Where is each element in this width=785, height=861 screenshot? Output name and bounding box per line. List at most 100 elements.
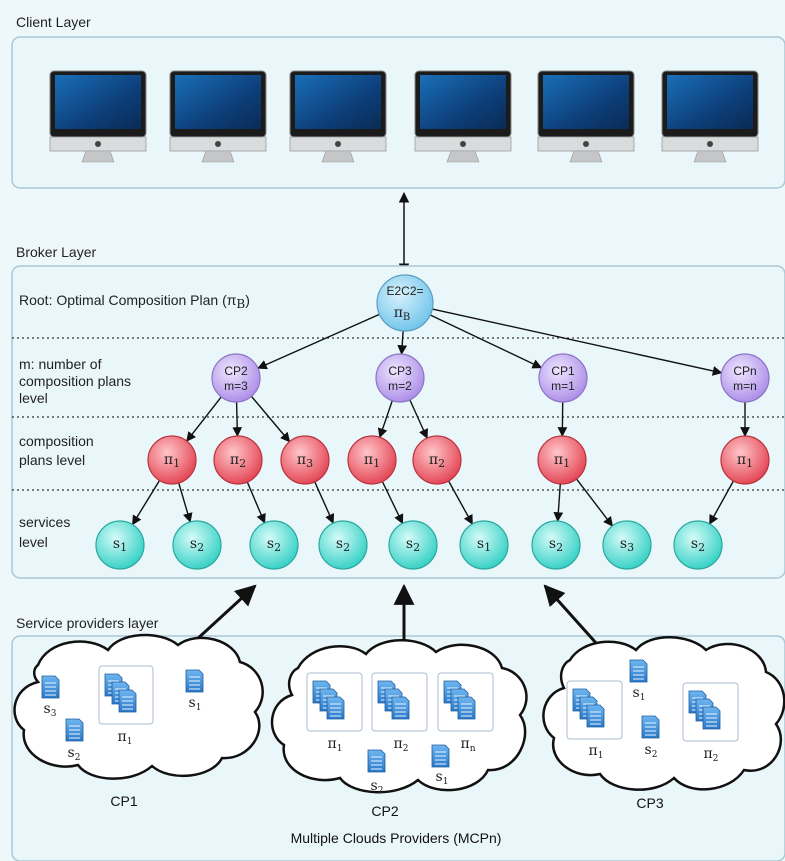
service-node-label: s2 [267,536,281,554]
monitor-icon [661,70,759,163]
plan-node-label: π3 [297,452,313,470]
service-node: s2 [388,520,438,570]
tree-edge [381,481,404,525]
broker-layer-title: Broker Layer [16,244,96,260]
tree-edge [257,313,380,370]
cloud-label-cp2: CP2 [371,803,398,819]
cloud-item-label: π2 [394,736,409,754]
cp-node-name: CP3 [388,364,412,378]
document-icon [65,718,84,742]
cloud-label-cp3: CP3 [636,795,663,811]
service-node: s2 [673,520,723,570]
footer-caption: Multiple Clouds Providers (MCPn) [291,830,502,846]
cp-node-name: CP2 [224,364,248,378]
service-node-label: s1 [477,536,491,554]
document-icon [641,715,660,739]
document-icon [457,696,476,720]
document-icon [629,659,648,683]
plan-node: π1 [537,435,587,485]
service-node-label: s2 [190,536,204,554]
tree-edge [553,483,564,523]
cloud-item-label: s2 [371,778,384,796]
plan-node: π2 [213,435,263,485]
tree-edge [232,401,243,437]
monitor-icon [289,70,387,163]
tree-edge [397,330,408,356]
document-icon [367,749,386,773]
service-node-label: s2 [549,536,563,554]
service-node-label: s1 [113,536,127,554]
cloud-item-label: s1 [189,695,202,713]
service-node: s2 [249,520,299,570]
cp3-upload-arrow [543,584,607,655]
plan-node: π1 [147,435,197,485]
document-icon [326,696,345,720]
tree-edge [432,308,723,376]
root-node: E2C2= πB [376,274,434,332]
cloud-item-label: s1 [436,769,449,787]
tree-edge [246,481,266,524]
cp-row-label-line1: composition [19,433,94,449]
service-node: s1 [459,520,509,570]
service-node-label: s2 [336,536,350,554]
svc-row-label-line1: services [19,514,70,530]
plan-node: π1 [347,435,397,485]
plan-node-label: π1 [364,452,380,470]
tree-edge [314,481,335,524]
cloud-icon [542,636,785,791]
monitor-icon [169,70,267,163]
cloud-item-label: π1 [589,743,604,761]
tree-edge [178,482,193,523]
tree-edge [409,399,428,440]
cloud-item-label: s2 [645,742,658,760]
m-row-label-line3: level [19,390,48,406]
m-row-label-line2: composition plans [19,373,131,389]
document-icon [118,689,137,713]
root-node-line1: E2C2= [386,284,423,298]
service-nodes: s1 s2 s2 s2 s2 s1 s2 s3 s2 [95,520,723,570]
cp-node-name: CP1 [551,364,575,378]
cp-node-m: m=1 [551,379,575,393]
service-node: s2 [318,520,368,570]
tree-edges [131,308,750,527]
tree-edge [576,478,614,527]
cp1-upload-arrow [193,584,257,643]
plan-node: π3 [280,435,330,485]
cloud-item-label: s1 [633,685,646,703]
cloud-item-label: s2 [68,745,81,763]
service-node: s3 [602,520,652,570]
document-icon [185,669,204,693]
root-node-line2: πB [394,305,411,323]
cloud-item-label: π1 [328,736,343,754]
document-icon [41,675,60,699]
cloud-item-label: πn [461,736,476,754]
document-icon [391,696,410,720]
cloud-item-label: π1 [118,729,133,747]
plan-node-label: π1 [164,452,180,470]
client-layer-title: Client Layer [16,14,91,30]
plan-node: π1 [720,435,770,485]
service-node-label: s2 [691,536,705,554]
monitor-row [49,70,759,163]
monitor-icon [414,70,512,163]
cp-node-m: m=3 [224,379,248,393]
service-node: s2 [172,520,222,570]
tree-edge [377,400,393,439]
plan-node-label: π2 [230,452,246,470]
tree-edge [250,395,291,443]
service-node: s2 [531,520,581,570]
document-icon [586,704,605,728]
cloud-item-label: s3 [44,701,57,719]
service-node-label: s3 [620,536,634,554]
svc-row-label-line2: level [19,534,48,550]
service-node: s1 [95,520,145,570]
tree-edge [186,396,222,442]
